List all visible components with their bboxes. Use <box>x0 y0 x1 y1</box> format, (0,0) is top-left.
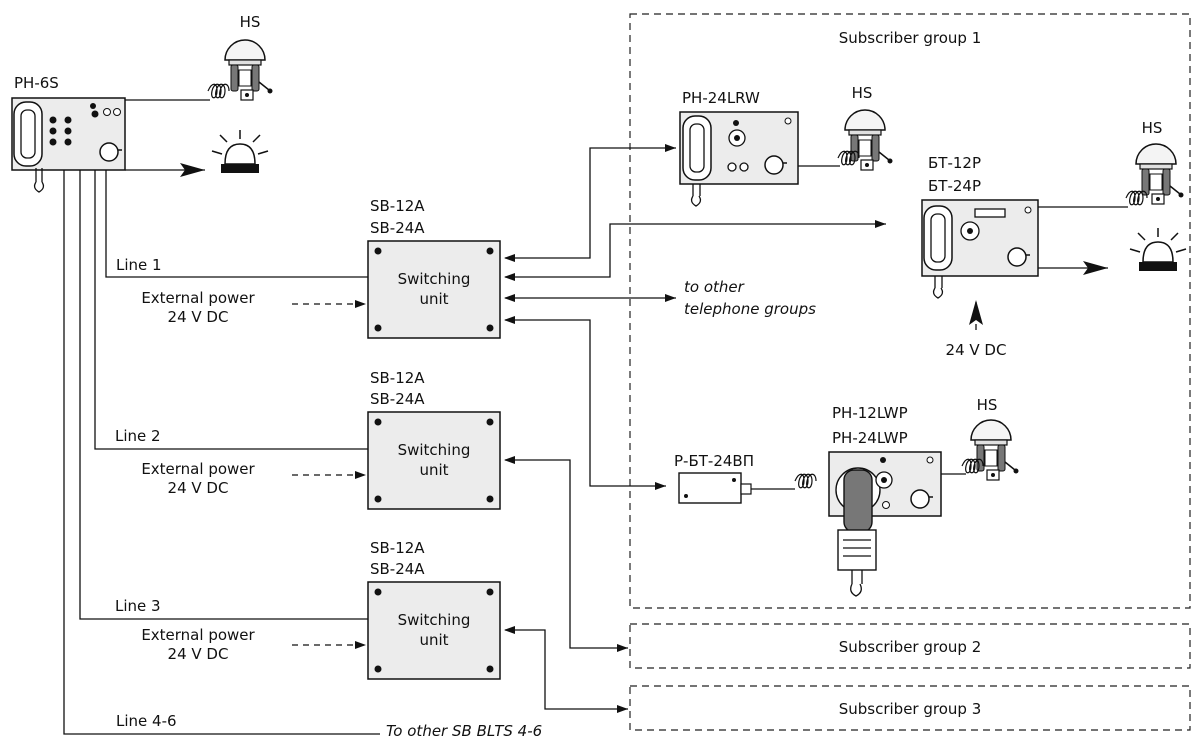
bt-device: БТ-12Р БТ-24Р 24 V DC <box>921 154 1039 359</box>
subscriber-group-3-frame <box>629 685 1191 731</box>
ph-24lrw-label: PH-24LRW <box>682 89 760 107</box>
switching-unit-3: SB-12A SB-24A Switching unit External po… <box>141 539 501 680</box>
line-4-6-label: Line 4-6 <box>116 712 177 730</box>
group-2-label: Subscriber group 2 <box>839 638 982 656</box>
link-su2-group-2 <box>504 456 628 652</box>
hs-label-ph12lwp: HS <box>977 396 998 414</box>
su3-label-1: Switching <box>398 611 471 629</box>
subscriber-group-1-frame <box>629 13 1191 609</box>
line-3-wire <box>79 170 372 620</box>
su1-power-1: External power <box>141 289 255 307</box>
line-2-label: Line 2 <box>115 427 161 445</box>
su3-power-2: 24 V DC <box>168 645 229 663</box>
su3-model-b: SB-24A <box>370 560 425 578</box>
hs-label-main: HS <box>240 13 261 31</box>
beacon-icon <box>211 129 269 174</box>
line-1-label: Line 1 <box>116 256 162 274</box>
su1-model-b: SB-24A <box>370 219 425 237</box>
hs-label-bt: HS <box>1142 119 1163 137</box>
ph-6s-station: PH-6S <box>11 74 126 193</box>
su1-model-a: SB-12A <box>370 197 425 215</box>
su1-label-2: unit <box>419 290 448 308</box>
su3-label-2: unit <box>419 631 448 649</box>
su2-model-a: SB-12A <box>370 369 425 387</box>
bt-label-1: БТ-12Р <box>928 154 981 172</box>
line-2-wire <box>94 170 372 450</box>
rbt-label: Р-БТ-24ВП <box>674 452 754 470</box>
ph-24lrw-device: PH-24LRW <box>679 89 799 207</box>
su2-label-1: Switching <box>398 441 471 459</box>
rbt-junction-box: Р-БТ-24ВП <box>674 452 817 504</box>
to-other-groups-line-1: to other <box>684 278 745 296</box>
su1-label-1: Switching <box>398 270 471 288</box>
line-1-wire <box>105 170 372 278</box>
headset-icon-ph24lrw <box>844 109 894 171</box>
link-su1-rbt <box>504 316 666 490</box>
bt-label-2: БТ-24Р <box>928 177 981 195</box>
su2-power-1: External power <box>141 460 255 478</box>
link-su3-group-3 <box>504 626 628 713</box>
line-3-label: Line 3 <box>115 597 161 615</box>
su3-model-a: SB-12A <box>370 539 425 557</box>
ph-6s-label: PH-6S <box>14 74 59 92</box>
group-1-label: Subscriber group 1 <box>839 29 982 47</box>
beacon-icon-bt <box>1129 227 1187 272</box>
line-4-6-wire <box>63 170 380 735</box>
su3-power-1: External power <box>141 626 255 644</box>
switching-unit-2: SB-12A SB-24A Switching unit External po… <box>141 369 501 510</box>
su2-power-2: 24 V DC <box>168 479 229 497</box>
hs-label-ph24lrw: HS <box>852 84 873 102</box>
link-su1-bt <box>504 220 886 281</box>
to-other-sb-label: To other SB BLTS 4-6 <box>386 722 542 740</box>
group-3-label: Subscriber group 3 <box>839 700 982 718</box>
subscriber-group-2-frame <box>629 623 1191 669</box>
ph-12lwp-device: PH-12LWP PH-24LWP <box>828 404 942 597</box>
ph-12lwp-label-1: PH-12LWP <box>832 404 908 422</box>
su2-model-b: SB-24A <box>370 390 425 408</box>
ph-12lwp-label-2: PH-24LWP <box>832 429 908 447</box>
su2-label-2: unit <box>419 461 448 479</box>
switching-unit-1: SB-12A SB-24A Switching unit External po… <box>141 197 501 339</box>
link-su1-ph24lrw <box>504 144 676 262</box>
bt-power-label: 24 V DC <box>946 341 1007 359</box>
headset-icon <box>224 39 274 101</box>
su1-power-2: 24 V DC <box>168 308 229 326</box>
to-other-groups-line-2: telephone groups <box>684 300 816 318</box>
